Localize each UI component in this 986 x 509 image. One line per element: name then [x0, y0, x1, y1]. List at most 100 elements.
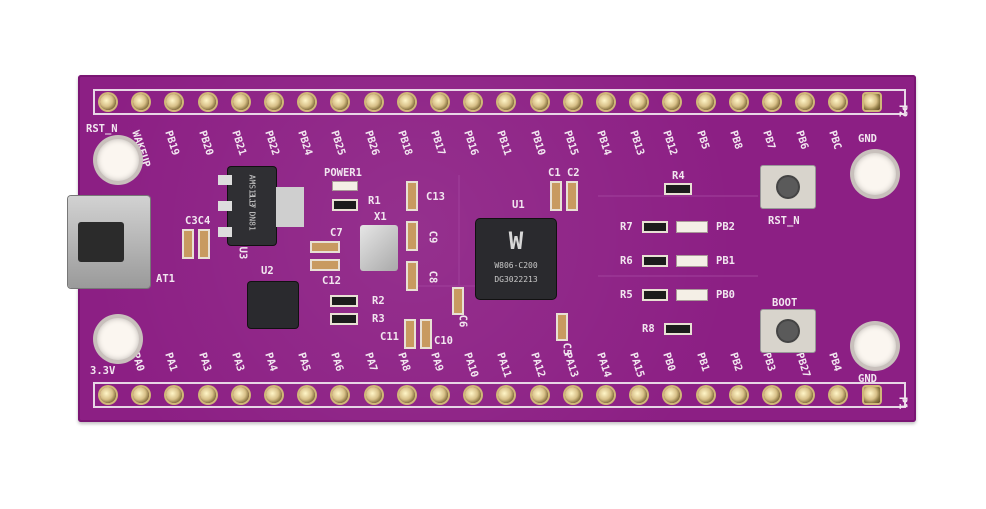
capacitor-c6 [452, 287, 464, 315]
top-pin-label: PB10 [527, 129, 548, 157]
top-pin-label: PBC [826, 129, 844, 151]
header-pin-bottom[interactable] [531, 387, 548, 403]
header-pin-bottom[interactable] [398, 387, 415, 403]
label-c5: C5 [560, 342, 573, 356]
pcb-trace [458, 175, 460, 285]
header-pin-bottom[interactable] [133, 387, 150, 403]
label-c12: C12 [322, 275, 341, 287]
header-pin-top[interactable] [830, 94, 847, 110]
bottom-pin-label: PA11 [494, 351, 514, 379]
header-pin-top[interactable] [498, 94, 515, 110]
top-pin-label: RST_N [86, 123, 118, 135]
capacitor-c5 [556, 313, 568, 341]
boot-button[interactable] [760, 309, 816, 353]
header-pin-top[interactable] [199, 94, 216, 110]
resistor-r4 [664, 183, 692, 195]
label-x1: X1 [374, 211, 387, 223]
header-pin-bottom[interactable] [266, 387, 282, 403]
top-pin-label: PB18 [395, 129, 415, 157]
header-pin-top[interactable] [863, 94, 880, 110]
header-pin-top[interactable] [266, 94, 282, 110]
header-pin-top[interactable] [697, 94, 714, 110]
label-r8: R8 [642, 323, 655, 335]
capacitor-c8 [406, 261, 418, 291]
header-bottom-outline [93, 382, 906, 408]
header-pin-bottom[interactable] [730, 387, 747, 403]
resistor-r6 [642, 255, 668, 267]
label-at1: AT1 [156, 273, 175, 285]
label-r4: R4 [672, 170, 685, 182]
header-pin-bottom[interactable] [764, 387, 780, 403]
header-pin-bottom[interactable] [199, 387, 216, 403]
header-pin-top[interactable] [398, 94, 415, 110]
reset-button[interactable] [760, 165, 816, 209]
header-pin-top[interactable] [432, 94, 448, 110]
bottom-pin-label: PB4 [826, 351, 844, 373]
ldo-regulator: AMS1117 3.3 DN81 [228, 167, 276, 245]
bottom-pin-label: PB2 [727, 351, 745, 373]
label-u3: U3 [236, 246, 249, 260]
header-pin-top[interactable] [764, 94, 780, 110]
usb-connector[interactable] [68, 196, 150, 288]
top-pin-label: PB22 [262, 129, 282, 157]
header-pin-bottom[interactable] [797, 387, 814, 403]
header-pin-bottom[interactable] [830, 387, 847, 403]
top-pin-label: PB26 [361, 129, 382, 157]
button-knob-icon [778, 321, 798, 341]
label-c6: C6 [456, 314, 469, 328]
header-pin-top[interactable] [332, 94, 349, 110]
header-pin-top[interactable] [598, 94, 614, 110]
header-pin-top[interactable] [232, 94, 249, 110]
header-top-name: P2 [896, 104, 909, 118]
header-pin-bottom[interactable] [631, 387, 648, 403]
header-pin-top[interactable] [730, 94, 747, 110]
mcu-logo-icon: W [508, 227, 524, 255]
label-c11: C11 [380, 331, 399, 343]
pcb-trace [408, 285, 498, 287]
header-pin-top[interactable] [531, 94, 548, 110]
capacitor-c7 [310, 241, 340, 253]
top-pin-label: PB8 [727, 129, 745, 151]
header-pin-bottom[interactable] [332, 387, 349, 403]
header-pin-bottom[interactable] [697, 387, 714, 403]
header-pin-top[interactable] [299, 94, 316, 110]
header-pin-top[interactable] [133, 94, 150, 110]
mounting-hole [97, 139, 139, 181]
header-pin-bottom[interactable] [100, 387, 116, 403]
top-pin-label: PB24 [295, 129, 315, 157]
header-pin-bottom[interactable] [465, 387, 482, 403]
label-u2: U2 [261, 265, 274, 277]
header-pin-top[interactable] [166, 94, 183, 110]
header-pin-top[interactable] [365, 94, 382, 110]
header-pin-bottom[interactable] [232, 387, 249, 403]
capacitor-c11 [404, 319, 416, 349]
bottom-pin-label: PA14 [594, 351, 614, 379]
header-pin-bottom[interactable] [564, 387, 581, 403]
top-pin-label: PB16 [461, 129, 481, 157]
header-pin-bottom[interactable] [863, 387, 880, 403]
header-pin-bottom[interactable] [598, 387, 614, 403]
capacitor-c10 [420, 319, 432, 349]
bottom-pin-label: PA3 [195, 351, 214, 373]
header-pin-top[interactable] [465, 94, 482, 110]
header-pin-bottom[interactable] [365, 387, 382, 403]
top-pin-label: PB7 [760, 129, 778, 151]
header-pin-top[interactable] [664, 94, 681, 110]
capacitor-c12a [310, 259, 340, 271]
pcb-trace [598, 275, 758, 277]
label-boot: BOOT [772, 297, 798, 309]
header-pin-top[interactable] [631, 94, 648, 110]
header-pin-bottom[interactable] [299, 387, 316, 403]
header-pin-bottom[interactable] [664, 387, 681, 403]
top-pin-label: PB20 [195, 129, 216, 157]
header-pin-top[interactable] [100, 94, 116, 110]
header-pin-bottom[interactable] [166, 387, 183, 403]
mounting-hole [854, 153, 896, 195]
mcu-part-number: W806-C200 [494, 261, 538, 270]
header-pin-bottom[interactable] [432, 387, 448, 403]
header-pin-top[interactable] [564, 94, 581, 110]
header-pin-top[interactable] [797, 94, 814, 110]
top-pin-label: PB25 [328, 129, 348, 157]
label-pb1: PB1 [716, 255, 735, 267]
header-pin-bottom[interactable] [498, 387, 515, 403]
